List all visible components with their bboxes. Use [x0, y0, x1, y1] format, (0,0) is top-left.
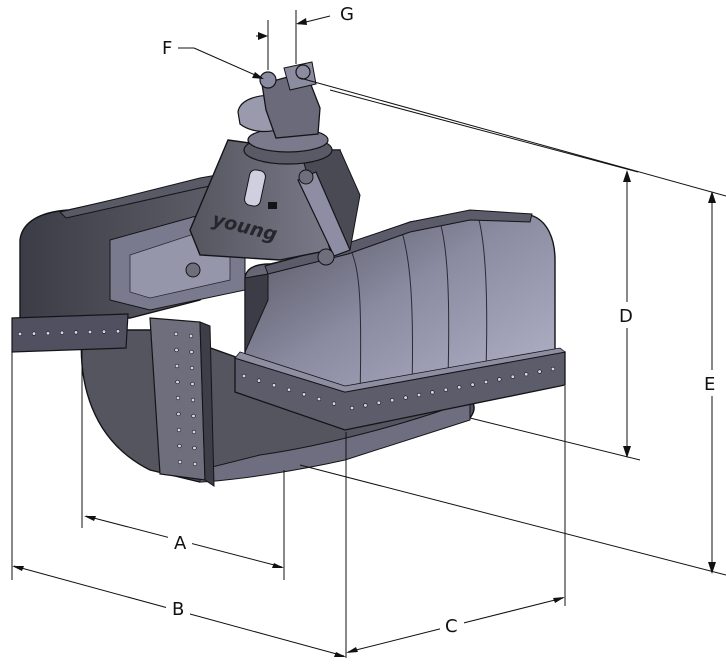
left-edge-plate	[11, 313, 129, 353]
dimension-label-d: D	[619, 306, 633, 327]
bolt-hole	[403, 395, 408, 400]
dimension-a-arrow-start	[84, 516, 96, 521]
head-plate-badge	[268, 202, 277, 209]
right-jaw-rib-4	[477, 215, 488, 371]
dimension-label-b: B	[172, 599, 184, 620]
bolt-hole	[192, 445, 197, 451]
bolt-hole	[176, 427, 182, 433]
bolt-hole	[256, 378, 262, 383]
bolt-hole	[443, 387, 448, 392]
bolt-hole	[483, 379, 489, 385]
bolt-hole	[188, 333, 194, 339]
right-jaw-rib-1	[349, 247, 362, 401]
dimension-e-arrow-top	[708, 191, 716, 203]
bolt-hole	[177, 459, 183, 465]
dimension-f-leader-diag	[193, 47, 263, 79]
bolt-hole	[286, 387, 292, 392]
bolt-hole	[316, 396, 322, 402]
grab-bucket: young	[11, 61, 566, 487]
bolt-hole	[510, 374, 515, 379]
dimension-label-a: A	[174, 533, 187, 554]
bolt-hole	[192, 461, 198, 467]
bolt-hole	[101, 329, 107, 334]
bolt-hole	[331, 401, 337, 406]
dimension-label-e: E	[704, 374, 715, 395]
bolt-hole	[176, 411, 181, 417]
front-side-plate-face	[199, 321, 215, 487]
bolt-hole	[241, 373, 247, 379]
right-jaw-rib-2	[401, 231, 414, 389]
bolt-hole	[376, 400, 381, 405]
bolt-hole	[190, 381, 195, 387]
bolt-hole	[31, 331, 37, 336]
bolt-hole	[87, 329, 93, 335]
bolt-hole	[271, 383, 277, 388]
dimension-d-arrow-top	[623, 170, 631, 182]
cylinder-pin-bottom	[317, 248, 335, 266]
dimension-g-arrow-left	[258, 32, 268, 40]
dimension-c-arrow-start	[346, 647, 358, 653]
bolt-hole	[390, 398, 395, 403]
bolt-hole	[191, 429, 197, 435]
bolt-hole	[524, 372, 529, 377]
dimension-a-arrow-end	[272, 563, 284, 568]
bolt-holes	[17, 329, 556, 467]
bolt-hole	[301, 392, 307, 397]
dimension-g-arrow-right	[296, 18, 307, 25]
bolt-hole	[73, 330, 79, 335]
dimension-f-arrow	[252, 72, 264, 79]
bolt-hole	[349, 405, 355, 411]
dimension-label-f: F	[162, 38, 172, 59]
bolt-hole	[174, 347, 179, 353]
bolt-hole	[45, 331, 51, 336]
bolt-hole	[363, 403, 368, 408]
link-pin-left	[185, 262, 201, 278]
bolt-hole	[430, 390, 435, 395]
suspension-pin	[259, 71, 277, 89]
bolt-hole	[190, 397, 196, 403]
bolt-hole	[537, 369, 542, 374]
bolt-hole	[174, 363, 180, 369]
bolt-hole	[173, 331, 179, 337]
dimension-b-arrow-start	[12, 566, 24, 571]
bolt-hole	[457, 385, 462, 390]
dimension-label-g: G	[340, 4, 354, 25]
cylinder-pin-top	[298, 169, 314, 185]
suspension-pin-right	[295, 64, 311, 80]
bolt-hole	[189, 365, 195, 371]
dimension-c-arrow-end	[553, 597, 565, 603]
right-jaw-front-face	[244, 273, 269, 353]
bolt-hole	[175, 379, 180, 385]
dimension-d-arrow-bottom	[623, 446, 631, 458]
bolt-hole	[416, 392, 422, 398]
right-jaw-rib-3	[439, 221, 450, 379]
bolt-hole	[550, 366, 556, 372]
bolt-hole	[59, 330, 65, 335]
dimension-b-arrow-end	[334, 652, 346, 657]
bolt-hole	[115, 329, 121, 334]
dimension-lines: A B C D E F G	[11, 4, 726, 658]
head-plate-slot	[244, 169, 266, 207]
bolt-hole	[175, 395, 181, 401]
right-edge-bar-top	[234, 347, 566, 393]
bolt-hole	[191, 413, 196, 419]
bolt-hole	[177, 443, 182, 449]
bolt-hole	[497, 377, 502, 382]
bolt-hole	[17, 331, 23, 337]
dimension-e-arrow-bottom	[708, 562, 716, 574]
dimension-label-c: C	[445, 616, 458, 637]
bolt-hole	[189, 349, 194, 355]
bolt-hole	[470, 382, 475, 387]
